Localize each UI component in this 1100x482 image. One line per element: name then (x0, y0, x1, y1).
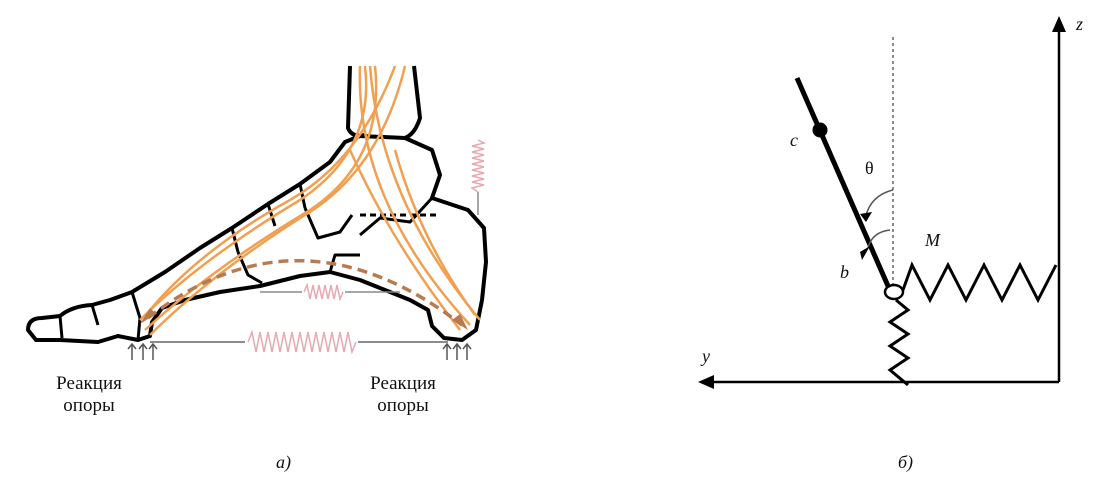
b-arc (867, 229, 891, 249)
arch-force-arrow (146, 259, 464, 327)
horizontal-spring-M (901, 261, 1058, 304)
tendon-lines (139, 65, 481, 336)
b-arrowhead (860, 246, 870, 260)
support-reaction-arrows (127, 342, 472, 360)
label-c: c (790, 130, 798, 150)
label-theta: θ (865, 158, 874, 178)
vertical-spring (887, 298, 911, 387)
label-M: M (925, 230, 940, 250)
joint (883, 283, 905, 301)
theta-arc (865, 189, 894, 216)
foot-skeleton (26, 65, 488, 344)
mass-center-c (812, 122, 828, 138)
caption-b: б) (898, 452, 914, 472)
left-label-line1: Реакция (56, 373, 122, 394)
mechanical-model (698, 16, 1066, 389)
right-support-reaction-label: Реакция опоры (350, 373, 456, 417)
right-label-line2: опоры (377, 395, 429, 416)
arch-arrowhead-right (452, 314, 468, 330)
left-label-line2: опоры (63, 395, 115, 416)
theta-arrowhead (860, 212, 872, 222)
right-label-line1: Реакция (370, 373, 436, 394)
left-support-reaction-label: Реакция опоры (36, 373, 142, 417)
axis-label-z: z (1076, 14, 1084, 34)
spring-elements (150, 139, 487, 355)
label-b: b (840, 262, 849, 282)
y-axis-arrowhead (698, 375, 714, 389)
axis-label-y: y (702, 346, 710, 366)
caption-a: а) (276, 452, 291, 472)
arch-arrowhead-left (140, 308, 156, 324)
z-axis-arrowhead (1052, 16, 1066, 32)
rod (794, 76, 891, 288)
